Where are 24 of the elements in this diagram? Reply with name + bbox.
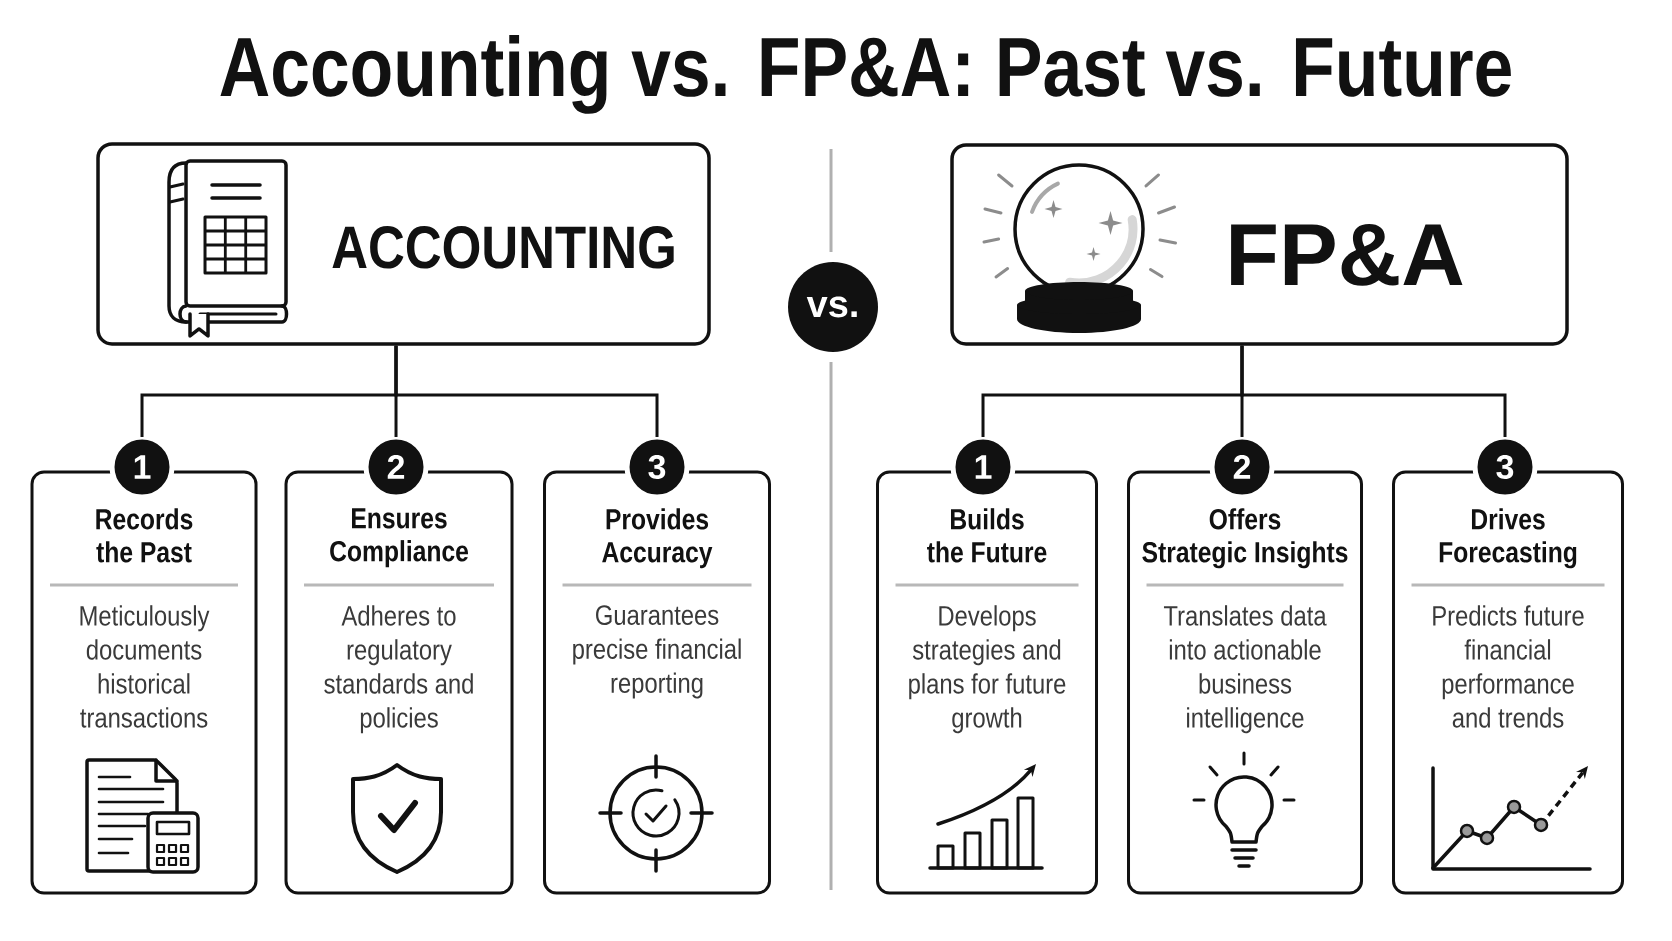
card-heading: Provides Accuracy [602, 508, 713, 569]
card-text: Meticulously documents historical transactions [80, 605, 210, 728]
number-badge: 1 [950, 434, 1016, 500]
header-title: ACCOUNTING [332, 226, 674, 269]
connector-line [1240, 345, 1507, 437]
card-heading: Ensures Compliance [330, 508, 469, 568]
title: Accounting vs. FP&A: Past vs. Future [220, 35, 1511, 114]
card-text: Translates data into actionable business intelligence [1163, 605, 1327, 734]
card-heading: Builds the Future [927, 508, 1047, 563]
number-badge: 2 [1209, 434, 1275, 500]
header-title: FP&A [1231, 224, 1463, 286]
card-text: Guarantees precise financial reporting [573, 605, 741, 699]
card-text: Predicts future financial performance and trends [1433, 605, 1584, 728]
number-badge: 2 [363, 434, 429, 500]
number-badge: 1 [109, 434, 175, 500]
card-heading: Offers Strategic Insights [1142, 508, 1348, 569]
card-heading: Drives Forecasting [1439, 508, 1577, 569]
connector-line [394, 345, 659, 437]
card-text: Develops strategies and plans for future growth [909, 605, 1066, 734]
number-badge: 3 [624, 434, 690, 500]
vs-badge: vs. [788, 262, 878, 352]
card-text: Adheres to regulatory standards and policies [324, 605, 473, 734]
card-heading: Records the Past [96, 508, 193, 563]
number-badge: 3 [1472, 434, 1538, 500]
